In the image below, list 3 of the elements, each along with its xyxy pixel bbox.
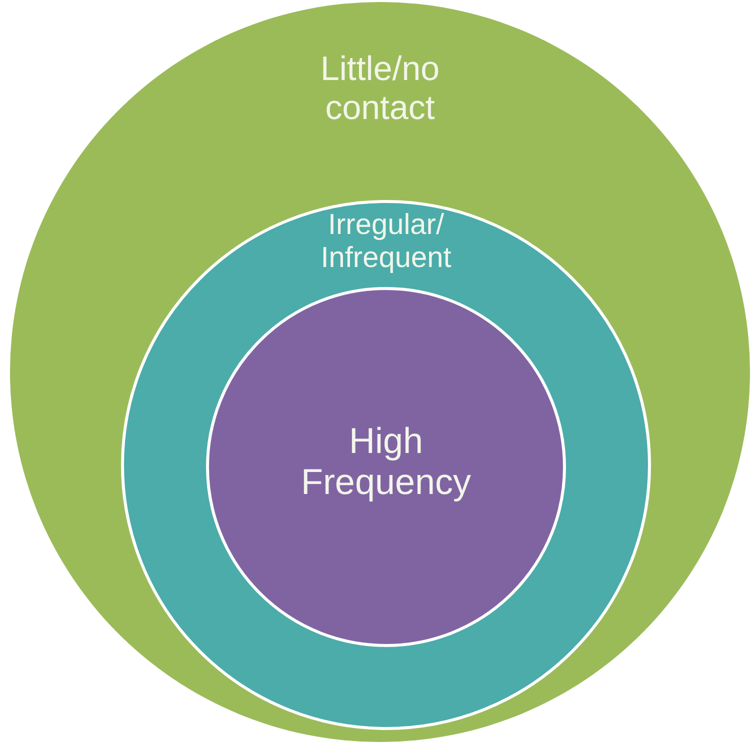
circle-label: High Frequency	[300, 420, 472, 503]
circle-label: Irregular/ Infrequent	[320, 209, 452, 276]
circle-label: Little/no contact	[319, 50, 441, 128]
